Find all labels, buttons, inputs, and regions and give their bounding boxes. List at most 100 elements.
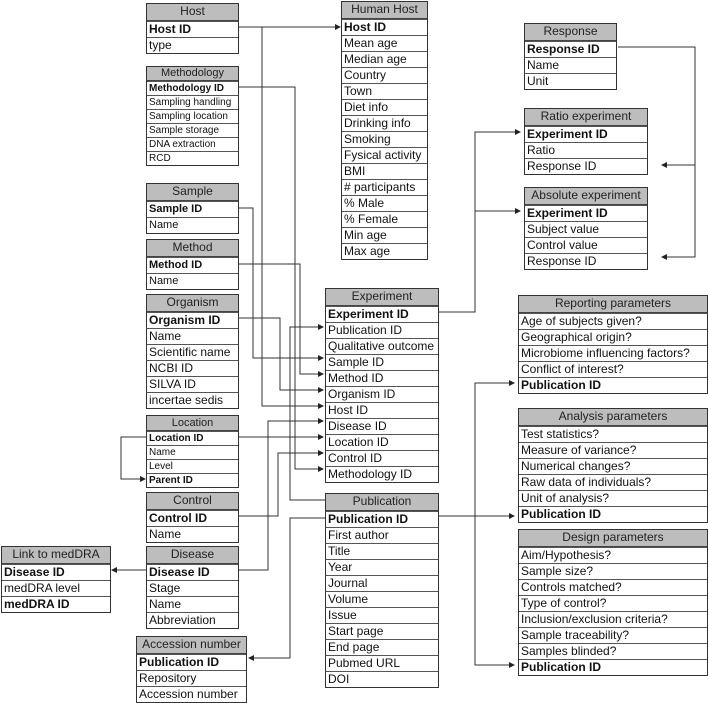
field-meddra-level: medDRA level [2,580,110,596]
field-publication-id: Publication ID [519,659,707,675]
field-host-id: Host ID [326,402,438,418]
field-name: Name [147,328,238,344]
table-location: Location Location ID Name Level Parent I… [146,415,239,488]
field-type-of-control: Type of control? [519,595,707,611]
field-median-age: Median age [342,51,427,67]
table-title: Ratio experiment [525,109,647,126]
table-ratio-experiment: Ratio experiment Experiment ID Ratio Res… [524,108,648,175]
field-qualitative-outcome: Qualitative outcome [326,338,438,354]
field-title: Title [326,543,438,559]
field-publication-id: Publication ID [326,511,438,527]
table-title: Organism [147,295,238,312]
field-sampling-location: Sampling location [147,109,238,123]
field-subject-value: Subject value [525,221,647,237]
field-smoking: Smoking [342,131,427,147]
field-control-id: Control ID [147,510,238,526]
field-drinking-info: Drinking info [342,115,427,131]
table-experiment: Experiment Experiment ID Publication ID … [325,288,439,483]
table-title: Experiment [326,289,438,306]
table-human-host: Human Host Host ID Mean age Median age C… [341,1,428,260]
field-measure-of-variance: Measure of variance? [519,442,707,458]
field-geographical-origin: Geographical origin? [519,329,707,345]
table-title: Host [147,4,238,21]
field-doi: DOI [326,671,438,687]
field-repository: Repository [137,670,246,686]
field-min-age: Min age [342,227,427,243]
table-title: Method [147,240,238,257]
field-control-value: Control value [525,237,647,253]
field-age-of-subjects: Age of subjects given? [519,313,707,329]
table-methodology: Methodology Methodology ID Sampling hand… [146,66,239,166]
field-country: Country [342,67,427,83]
table-title: Link to medDRA [2,547,110,564]
field-issue: Issue [326,607,438,623]
table-sample: Sample Sample ID Name [146,183,239,234]
field-name: Name [147,273,238,289]
table-analysis-parameters: Analysis parameters Test statistics? Mea… [518,408,708,523]
field-meddra-id: medDRA ID [2,596,110,612]
field-diet-info: Diet info [342,99,427,115]
field-abbreviation: Abbreviation [147,612,238,628]
field-parent-id: Parent ID [147,473,238,487]
field-unit: Unit [525,73,616,89]
field-dna-extraction: DNA extraction [147,137,238,151]
field-response-id: Response ID [525,253,647,269]
table-title: Absolute experiment [525,188,647,205]
field-name: Name [525,57,616,73]
field-accession-number: Accession number [137,686,246,702]
field-method-id: Method ID [326,370,438,386]
field-conflict-of-interest: Conflict of interest? [519,361,707,377]
table-title: Location [147,416,238,431]
field-type: type [147,37,238,53]
field-methodology-id: Methodology ID [326,466,438,482]
field-experiment-id: Experiment ID [326,306,438,322]
table-control: Control Control ID Name [146,492,239,543]
field-samples-blinded: Samples blinded? [519,643,707,659]
field-pubmed-url: Pubmed URL [326,655,438,671]
field-test-statistics: Test statistics? [519,426,707,442]
field-microbiome-factors: Microbiome influencing factors? [519,345,707,361]
field-unit-of-analysis: Unit of analysis? [519,490,707,506]
field-bmi: BMI [342,163,427,179]
field-inclusion-exclusion: Inclusion/exclusion criteria? [519,611,707,627]
table-title: Human Host [342,2,427,19]
field-publication-id: Publication ID [519,506,707,522]
field-sample-storage: Sample storage [147,123,238,137]
table-design-parameters: Design parameters Aim/Hypothesis? Sample… [518,529,708,676]
field-volume: Volume [326,591,438,607]
field-max-age: Max age [342,243,427,259]
table-accession-number: Accession number Publication ID Reposito… [136,636,247,703]
field-experiment-id: Experiment ID [525,205,647,221]
field-control-id: Control ID [326,450,438,466]
table-title: Publication [326,494,438,511]
table-title: Methodology [147,67,238,81]
field-location-id: Location ID [326,434,438,450]
field-raw-data: Raw data of individuals? [519,474,707,490]
field-sample-size: Sample size? [519,563,707,579]
field-first-author: First author [326,527,438,543]
field-response-id: Response ID [525,41,616,57]
field-name: Name [147,445,238,459]
field-publication-id: Publication ID [519,377,707,393]
field-sample-id: Sample ID [326,354,438,370]
field-journal: Journal [326,575,438,591]
table-title: Sample [147,184,238,201]
field-rcd: RCD [147,151,238,165]
field-name: Name [147,526,238,542]
field-numerical-changes: Numerical changes? [519,458,707,474]
field-pct-female: % Female [342,211,427,227]
field-level: Level [147,459,238,473]
field-disease-id: Disease ID [326,418,438,434]
field-method-id: Method ID [147,257,238,273]
table-publication: Publication Publication ID First author … [325,493,439,688]
field-name: Name [147,596,238,612]
table-title: Disease [147,547,238,564]
table-method: Method Method ID Name [146,239,239,290]
table-absolute-experiment: Absolute experiment Experiment ID Subjec… [524,187,648,270]
field-disease-id: Disease ID [2,564,110,580]
field-sampling-handling: Sampling handling [147,95,238,109]
field-publication-id: Publication ID [137,654,246,670]
field-mean-age: Mean age [342,35,427,51]
field-sample-traceability: Sample traceability? [519,627,707,643]
field-aim-hypothesis: Aim/Hypothesis? [519,547,707,563]
